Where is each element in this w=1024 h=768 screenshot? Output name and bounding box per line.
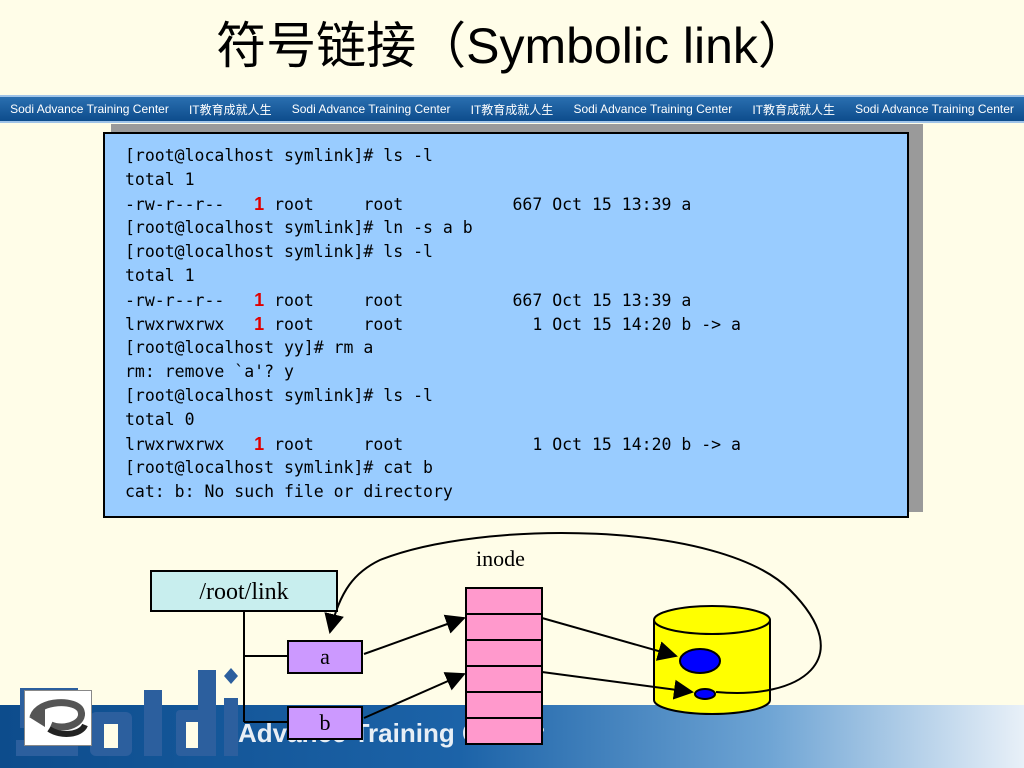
terminal-output: [root@localhost symlink]# ls -l total 1 -r…	[125, 144, 741, 504]
terminal-line: cat: b: No such file or directory	[125, 480, 741, 504]
inode-slot	[465, 613, 543, 641]
arrow-inode-to-link	[541, 671, 694, 700]
inode-slot	[465, 665, 543, 693]
terminal-line: [root@localhost symlink]# ls -l	[125, 384, 741, 408]
arrow-a-to-inode	[363, 614, 466, 655]
terminal-line: total 0	[125, 408, 741, 432]
terminal-line: total 1	[125, 168, 741, 192]
data-block	[679, 648, 721, 674]
link-block	[694, 688, 716, 700]
terminal-text: total 1	[125, 170, 195, 189]
terminal-line: total 1	[125, 264, 741, 288]
terminal-text: total 0	[125, 410, 195, 429]
terminal-line: [root@localhost symlink]# ls -l	[125, 144, 741, 168]
banner-item: IT教育成就人生	[752, 102, 835, 117]
banner-item: Sodi Advance Training Center	[573, 102, 733, 116]
terminal-text: -rw-r--r--	[125, 195, 255, 214]
terminal-text: [root@localhost symlink]# ln -s a b	[125, 218, 473, 237]
banner-item: IT教育成就人生	[470, 102, 554, 117]
arrow-symlink-to-a	[324, 532, 822, 694]
terminal-text: -rw-r--r--	[125, 291, 255, 310]
banner-item: IT教育成就人生	[188, 102, 272, 117]
terminal-text: rm: remove `a'? y	[125, 362, 294, 381]
terminal-text: lrwxrwxrwx	[125, 315, 255, 334]
terminal-line: [root@localhost symlink]# ln -s a b	[125, 216, 741, 240]
terminal-text: root root 667 Oct 15 13:39 a	[264, 195, 692, 214]
terminal-text: total 1	[125, 266, 195, 285]
terminal-panel: [root@localhost symlink]# ls -l total 1 -r…	[103, 132, 909, 518]
terminal-line: -rw-r--r-- 1 root root 667 Oct 15 13:39 …	[125, 192, 741, 216]
link-count: 1	[254, 290, 265, 310]
terminal-line: rm: remove `a'? y	[125, 360, 741, 384]
terminal-line: [root@localhost symlink]# ls -l	[125, 240, 741, 264]
terminal-text: root root 1 Oct 15 14:20 b -> a	[264, 315, 741, 334]
terminal-text: cat: b: No such file or directory	[125, 482, 453, 501]
inode-slot	[465, 691, 543, 719]
terminal-line: [root@localhost symlink]# cat b	[125, 456, 741, 480]
terminal-text: root root 667 Oct 15 13:39 a	[264, 291, 692, 310]
terminal-text: [root@localhost yy]# rm a	[125, 338, 374, 357]
banner-item: Sodi Advance Training Center	[10, 102, 169, 116]
terminal-text: [root@localhost symlink]# cat b	[125, 458, 433, 477]
arrow-b-to-inode	[363, 672, 466, 719]
file-a-box: a	[287, 640, 363, 674]
terminal-line: -rw-r--r-- 1 root root 667 Oct 15 13:39 …	[125, 288, 741, 312]
terminal-line: [root@localhost yy]# rm a	[125, 336, 741, 360]
terminal-text: lrwxrwxrwx	[125, 435, 255, 454]
inode-label: inode	[476, 546, 525, 571]
terminal-text: [root@localhost symlink]# ls -l	[125, 242, 433, 261]
link-count: 1	[254, 194, 265, 214]
terminal-line: lrwxrwxrwx 1 root root 1 Oct 15 14:20 b …	[125, 432, 741, 456]
banner-item: Sodi Advance Training Center	[855, 102, 1014, 116]
inode-table	[465, 587, 543, 745]
back-nav-icon[interactable]	[24, 690, 92, 746]
terminal-text: [root@localhost symlink]# ls -l	[125, 146, 433, 165]
terminal-line: lrwxrwxrwx 1 root root 1 Oct 15 14:20 b …	[125, 312, 741, 336]
return-arrow-icon	[29, 699, 88, 737]
slide-title: 符号链接（Symbolic link）	[216, 18, 808, 74]
disk-cylinder	[653, 605, 771, 715]
terminal-text: root root 1 Oct 15 14:20 b -> a	[264, 435, 741, 454]
banner-item: Sodi Advance Training Center	[291, 102, 451, 116]
inode-slot	[465, 639, 543, 667]
banner-strip: Sodi Advance Training Center IT教育成就人生 So…	[0, 95, 1024, 123]
directory-label: /root/link	[150, 570, 338, 612]
inode-slot	[465, 717, 543, 745]
file-b-box: b	[287, 706, 363, 740]
link-count: 1	[254, 314, 265, 334]
terminal-text: [root@localhost symlink]# ls -l	[125, 386, 433, 405]
inode-slot	[465, 587, 543, 615]
arrow-inode-to-data	[541, 617, 678, 661]
link-count: 1	[254, 434, 265, 454]
